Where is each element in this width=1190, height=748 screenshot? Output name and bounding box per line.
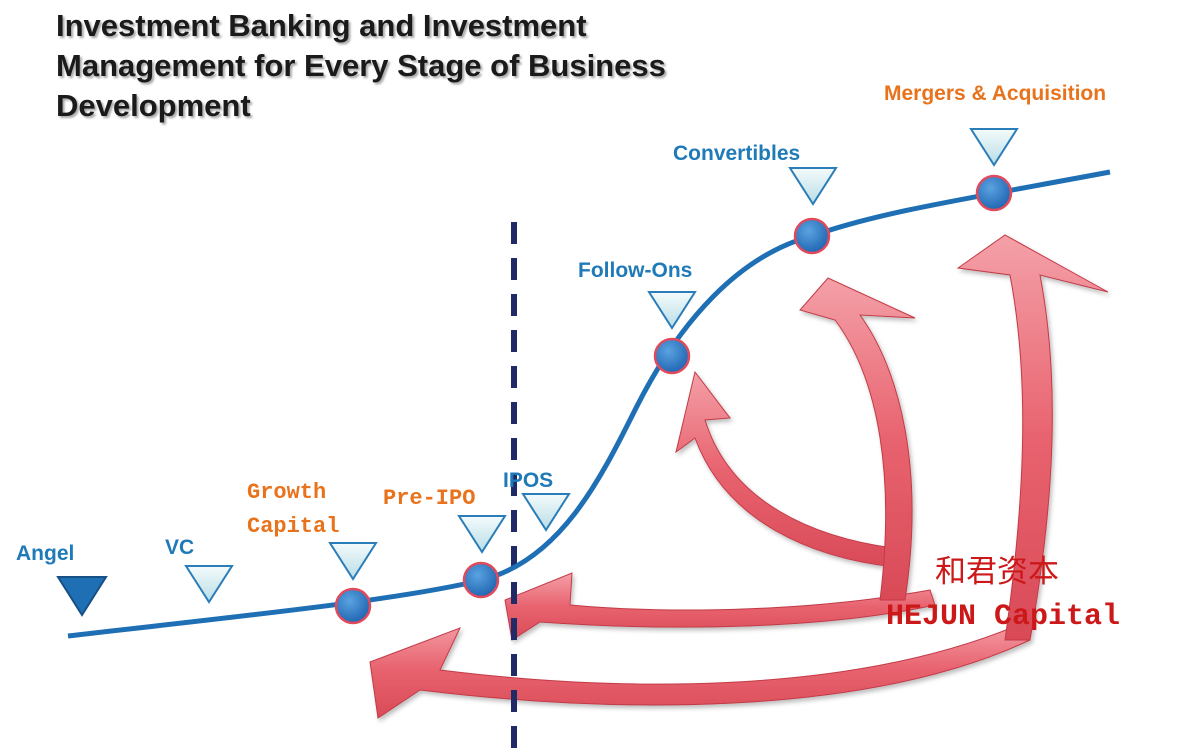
title-line-1: Investment Banking and Investment: [56, 8, 587, 43]
arrow-to-growth: [369, 619, 1031, 719]
dot-pre-ipo: [462, 561, 500, 599]
convertibles-marker-icon: [788, 167, 838, 206]
stage-label-ipos: IPOS: [503, 469, 553, 492]
title-line-3: Development: [56, 88, 251, 123]
stage-label-growth-2: Capital: [247, 514, 339, 539]
arrow-to-ma: [956, 234, 1109, 641]
pre-ipo-marker-icon: [457, 515, 507, 554]
ma-marker-icon: [969, 128, 1019, 167]
stage-label-growth-1: Growth: [247, 480, 326, 505]
stage-label-ma: Mergers & Acquisition: [884, 82, 1106, 105]
stage-label-pre-ipo: Pre-IPO: [383, 486, 475, 511]
dot-convertibles: [793, 217, 831, 255]
dot-follow-ons: [653, 337, 691, 375]
stage-label-follow-ons: Follow-Ons: [578, 259, 692, 282]
stage-label-convertibles: Convertibles: [673, 142, 800, 165]
dot-ma: [975, 174, 1013, 212]
stage-label-angel: Angel: [16, 542, 74, 565]
ipos-marker-icon: [521, 493, 571, 532]
dot-growth-capital: [334, 587, 372, 625]
stage-markers: [56, 128, 1019, 617]
arrow-to-ipo: [504, 572, 936, 641]
brand-chinese: 和君资本: [935, 554, 1059, 590]
stage-dots: [334, 174, 1013, 625]
arrow-to-convertibles: [799, 277, 916, 601]
follow-ons-marker-icon: [647, 291, 697, 330]
page-title: Investment Banking and Investment Manage…: [56, 6, 776, 126]
title-line-2: Management for Every Stage of Business: [56, 48, 666, 83]
brand-english: HEJUN Capital: [886, 600, 1120, 634]
angel-marker-icon: [56, 576, 108, 617]
arrows-group: [369, 234, 1109, 719]
growth-marker-icon: [328, 542, 378, 581]
vc-marker-icon: [184, 565, 234, 604]
stage-label-vc: VC: [165, 536, 194, 559]
